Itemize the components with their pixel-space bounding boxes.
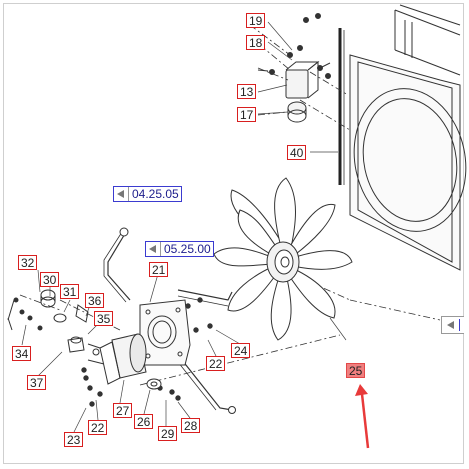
callout-37[interactable]: 37 [27,375,47,390]
washer-26 [146,378,162,390]
fasteners [81,297,213,407]
callout-40[interactable]: 40 [287,145,307,160]
callout-26[interactable]: 26 [134,414,154,429]
callout-32[interactable]: 32 [18,255,38,270]
callout-25[interactable]: 25 [346,363,366,378]
callout-27[interactable]: 27 [113,403,133,418]
fan-shroud [349,4,467,271]
centerlines [19,24,441,386]
cross-ref-offscreen[interactable] [441,316,464,334]
callout-22-right[interactable]: 22 [206,356,226,371]
callout-13[interactable]: 13 [237,84,257,99]
hydraulic-motor [87,333,147,385]
callout-36[interactable]: 36 [85,293,105,308]
cross-ref-04-25-05[interactable]: 04.25.05 [113,186,182,202]
callout-17[interactable]: 17 [237,107,257,122]
leader-lines [21,21,347,433]
cross-ref-05-25-00[interactable]: 05.25.00 [145,241,214,257]
fan-blades [213,177,353,341]
callout-31[interactable]: 31 [60,284,80,299]
support-arm [103,227,236,414]
fan-hub [266,241,300,283]
highlight-arrow [355,384,370,449]
callout-24[interactable]: 24 [231,343,251,358]
seal-strip [338,28,345,185]
callout-18[interactable]: 18 [246,35,266,50]
callout-34[interactable]: 34 [12,346,32,361]
cross-ref-label: 04.25.05 [132,187,179,201]
callout-21[interactable]: 21 [149,262,169,277]
top-bracket [257,13,331,123]
fittings [7,289,89,353]
callout-30[interactable]: 30 [40,272,60,287]
callout-35[interactable]: 35 [94,311,114,326]
back-arrow-icon [114,187,129,201]
mounting-bracket [139,299,191,366]
callout-19[interactable]: 19 [246,13,266,28]
callout-28[interactable]: 28 [181,418,201,433]
callout-29[interactable]: 29 [158,426,178,441]
back-arrow-icon [146,242,161,256]
cross-ref-label: 05.25.00 [164,242,211,256]
callout-22-bottom[interactable]: 22 [88,420,108,435]
callout-23[interactable]: 23 [64,432,84,447]
